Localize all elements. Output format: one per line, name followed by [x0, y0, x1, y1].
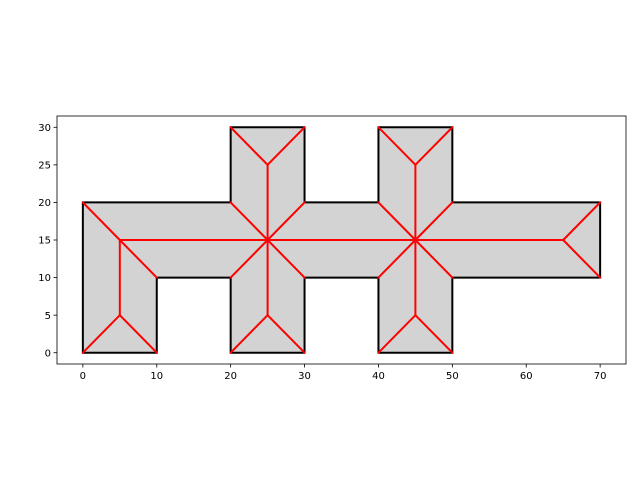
- skeleton-segment-9: [266, 201, 306, 241]
- y-tick-label: 0: [45, 348, 51, 359]
- skeleton-segment-13: [266, 126, 306, 166]
- y-tick-label: 25: [38, 160, 51, 171]
- x-tick-label: 50: [446, 371, 459, 382]
- y-tick-label: 5: [45, 311, 51, 322]
- x-tick-label: 60: [520, 371, 533, 382]
- skeleton-segment-20: [414, 239, 454, 279]
- y-tick-label: 10: [38, 273, 51, 284]
- skeleton-segment-4: [118, 239, 158, 279]
- skeleton-segment-18: [414, 201, 454, 241]
- y-tick-label: 15: [38, 236, 51, 247]
- skeleton-segment-10: [229, 239, 269, 279]
- x-tick-label: 70: [594, 371, 607, 382]
- skeleton-segment-6: [562, 201, 602, 241]
- skeleton-segment-0: [81, 314, 121, 354]
- skeleton-segment-24: [377, 314, 417, 354]
- skeleton-segment-8: [229, 201, 269, 241]
- skeleton-segment-22: [414, 126, 454, 166]
- skeleton-segment-21: [377, 126, 417, 166]
- x-tick-label: 30: [298, 371, 311, 382]
- axes: 0 10 20 30 40 50 60 70 0 5 10 15 20 25 30: [38, 115, 627, 382]
- plot-area: [81, 126, 602, 354]
- skeleton-segment-12: [229, 126, 269, 166]
- skeleton-segment-3: [81, 201, 121, 241]
- y-tick-label: 30: [38, 123, 51, 134]
- skeleton-segment-11: [266, 239, 306, 279]
- skeleton-segment-16: [266, 314, 306, 354]
- skeleton-segment-17: [377, 201, 417, 241]
- x-tick-label: 10: [150, 371, 163, 382]
- skeleton-segment-1: [118, 314, 158, 354]
- x-tick-label: 20: [224, 371, 237, 382]
- skeleton-segment-25: [414, 314, 454, 354]
- skeleton-segment-19: [377, 239, 417, 279]
- skeleton-segment-7: [562, 239, 602, 279]
- y-tick-label: 20: [38, 198, 51, 209]
- x-tick-label: 40: [372, 371, 385, 382]
- x-tick-label: 0: [80, 371, 86, 382]
- skeleton-segment-15: [229, 314, 269, 354]
